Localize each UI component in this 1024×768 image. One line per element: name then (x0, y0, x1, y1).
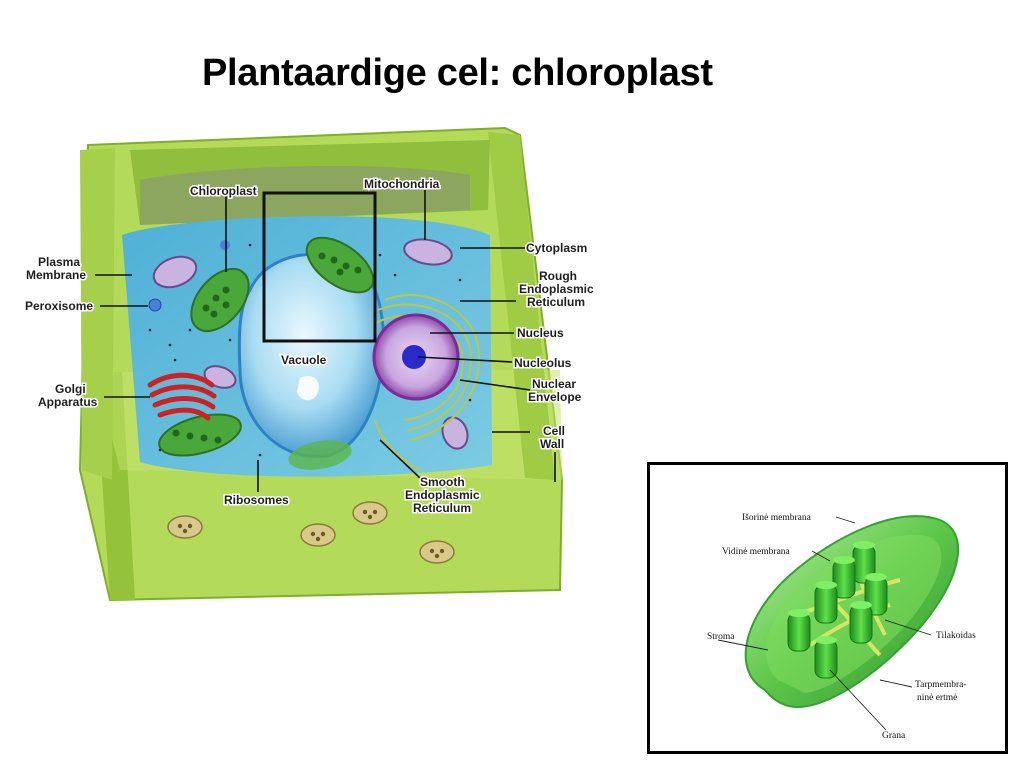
inset-label-intermembrane-line1: Tarpmembra- (915, 680, 967, 690)
chloroplast-detail-diagram: Išorinė membrana Vidinė membrana Stroma … (707, 513, 976, 741)
label-cytoplasm: Cytoplasm (526, 241, 587, 255)
inset-label-grana: Grana (882, 731, 906, 741)
leader-lines (95, 190, 556, 492)
golgi-apparatus (147, 372, 217, 421)
label-nucleolus: Nucleolus (514, 356, 572, 370)
label-rough-er-line3: Reticulum (527, 295, 585, 309)
label-vacuole: Vacuole (281, 353, 327, 367)
label-rough-er-line1: Rough (539, 269, 577, 283)
label-golgi-line2: Apparatus (38, 395, 98, 409)
inset-label-inner-membrane: Vidinė membrana (722, 547, 791, 557)
label-cell-wall-line1: Cell (543, 424, 565, 438)
label-plasma-membrane-line1: Plasma (38, 255, 80, 269)
nucleus (372, 313, 460, 401)
label-cell-wall-line2: Wall (540, 437, 564, 451)
label-mitochondria: Mitochondria (364, 177, 440, 191)
inset-label-thylakoids: Tilakoidas (936, 631, 976, 641)
plasmodesmata (167, 501, 455, 564)
label-smooth-er-line1: Smooth (420, 475, 465, 489)
plant-cell-diagram: Chloroplast Mitochondria Cytoplasm Plasm… (24, 126, 596, 602)
grana-stacks (787, 541, 888, 679)
peroxisome (148, 298, 162, 312)
label-smooth-er-line3: Reticulum (413, 501, 471, 515)
chloroplast-inset: Išorinė membrana Vidinė membrana Stroma … (647, 462, 1008, 754)
mitochondria (152, 238, 469, 450)
inset-label-outer-membrane: Išorinė membrana (742, 513, 812, 523)
label-nucleus: Nucleus (517, 326, 564, 340)
chloroplast-highlight-box (262, 191, 377, 343)
inset-label-stroma: Stroma (707, 632, 735, 642)
inset-leader-lines (717, 516, 932, 731)
label-ribosomes: Ribosomes (224, 493, 289, 507)
label-nuclear-envelope-line1: Nuclear (532, 377, 576, 391)
label-chloroplast: Chloroplast (190, 184, 257, 198)
label-golgi-line1: Golgi (55, 382, 86, 396)
label-smooth-er-line2: Endoplasmic (405, 488, 480, 502)
chloroplasts (158, 236, 375, 470)
label-nuclear-envelope-line2: Envelope (528, 390, 582, 404)
ribosome-dots (148, 243, 472, 457)
label-peroxisome: Peroxisome (25, 299, 93, 313)
inset-label-intermembrane-line2: ninė ertmė (917, 693, 957, 703)
label-rough-er-line2: Endoplasmic (519, 282, 594, 296)
slide-title: Plantaardige cel: chloroplast (202, 52, 713, 94)
label-plasma-membrane-line2: Membrane (26, 268, 86, 282)
